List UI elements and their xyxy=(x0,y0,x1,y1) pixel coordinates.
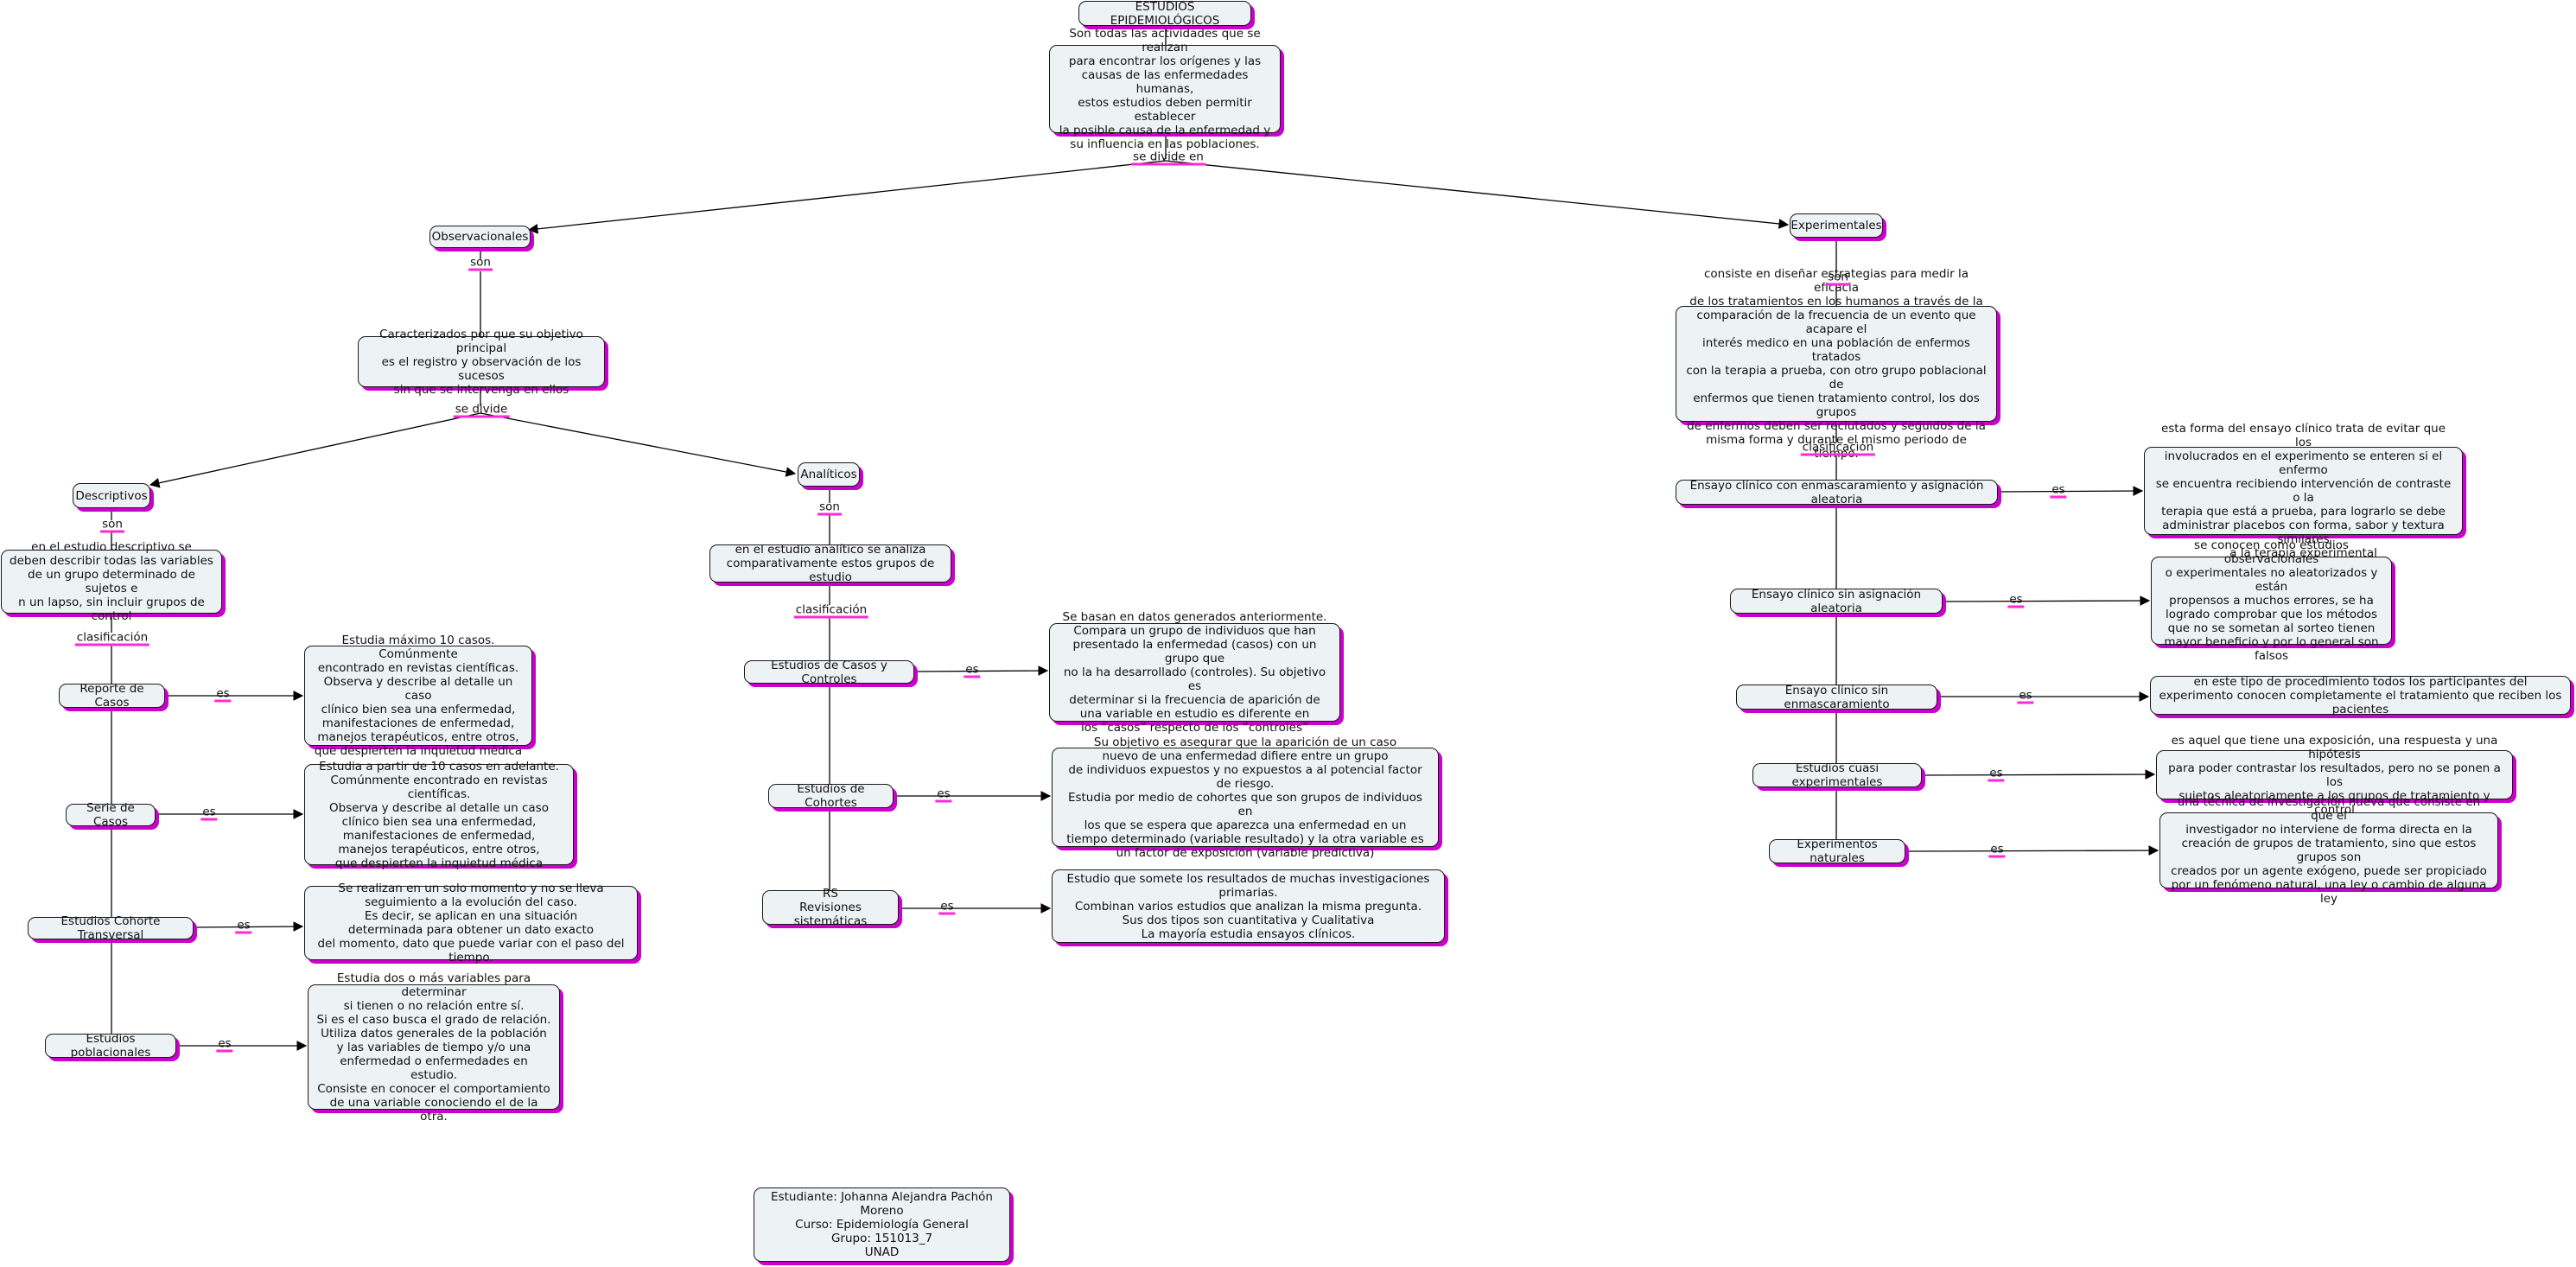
label-es-cuasi: es xyxy=(1988,766,2005,782)
label-son-experimentales: son xyxy=(1826,270,1850,286)
cuasi-experimentales-node: Estudios cuasi experimentales xyxy=(1752,761,1922,789)
reporte-casos-definition-node: Estudia máximo 10 casos. Comúnmente enco… xyxy=(304,634,532,758)
serie-casos-definition-node: Estudia a partir de 10 casos en adelante… xyxy=(304,760,574,870)
analiticos-definition-node: en el estudio analítico se analiza compa… xyxy=(709,543,951,584)
label-clasificacion-descriptivos: clasificación xyxy=(74,630,150,646)
experimentos-naturales-definition-node: una técnica de investigación nueva que c… xyxy=(2159,795,2498,906)
label-es-ensayo-sin-enmascaramiento: es xyxy=(2017,688,2034,704)
serie-casos-node: Serie de Casos xyxy=(66,801,156,829)
label-son-observacionales: son xyxy=(468,255,493,271)
label-es-casos-controles: es xyxy=(964,662,981,678)
ensayo-enmascaramiento-definition-node: esta forma del ensayo clínico trata de e… xyxy=(2144,422,2463,560)
label-es-cohortes: es xyxy=(935,786,952,803)
label-son-descriptivos: son xyxy=(100,517,124,533)
label-clasificacion-analiticos: clasificación xyxy=(793,602,869,619)
ensayo-sin-enmascaramiento-node: Ensayo clínico sin enmascaramiento xyxy=(1736,684,1937,711)
student-info-node: Estudiante: Johanna Alejandra Pachón Mor… xyxy=(754,1187,1010,1262)
observacionales-node: Observacionales xyxy=(429,226,531,248)
label-es-poblacionales: es xyxy=(216,1036,233,1053)
title-node: ESTUDIOS EPIDEMIOLÓGICOS xyxy=(1078,0,1251,28)
experimentos-naturales-node: Experimentos naturales xyxy=(1769,837,1905,865)
label-es-naturales: es xyxy=(1988,842,2006,858)
cohorte-transversal-node: Estudios Cohorte Transversal xyxy=(28,914,194,942)
label-es-rs: es xyxy=(938,899,956,915)
ensayo-sin-asignacion-definition-node: se conocen como estudios observacionales… xyxy=(2151,538,2392,663)
label-es-serie: es xyxy=(200,805,218,821)
poblacionales-definition-node: Estudia dos o más variables para determi… xyxy=(308,971,560,1124)
ensayo-sin-enmascaramiento-definition-node: en este tipo de procedimiento todos los … xyxy=(2150,675,2571,716)
casos-controles-node: Estudios de Casos y Controles xyxy=(744,659,914,686)
reporte-casos-node: Reporte de Casos xyxy=(59,682,165,710)
cuasi-experimentales-definition-node: es aquel que tiene una exposición, una r… xyxy=(2156,734,2513,817)
label-es-ensayo-sin-asignacion: es xyxy=(2007,592,2025,608)
descriptivos-definition-node: en el estudio descriptivo se deben descr… xyxy=(1,540,222,623)
experimentales-node: Experimentales xyxy=(1790,213,1883,238)
analiticos-node: Analíticos xyxy=(798,462,860,487)
ensayo-sin-asignacion-node: Ensayo clínico sin asignación aleatoria xyxy=(1730,588,1943,615)
poblacionales-node: Estudios poblacionales xyxy=(45,1032,176,1060)
ensayo-enmascaramiento-node: Ensayo clínico con enmascaramiento y asi… xyxy=(1676,479,1998,506)
experimentales-definition-node: consiste en diseñar estrategias para med… xyxy=(1676,267,1997,461)
label-se-divide-en: se divide en xyxy=(1131,150,1205,166)
cohortes-definition-node: Su objetivo es asegurar que la aparición… xyxy=(1052,735,1439,860)
label-es-transversal: es xyxy=(235,918,252,934)
label-son-analiticos: son xyxy=(817,500,842,516)
descriptivos-node: Descriptivos xyxy=(73,483,150,508)
cohorte-transversal-definition-node: Se realizan en un solo momento y no se l… xyxy=(304,882,638,965)
revisiones-sistematicas-node: RS Revisiones sistemáticas xyxy=(762,887,899,928)
casos-controles-definition-node: Se basan en datos generados anteriorment… xyxy=(1049,610,1340,735)
label-es-reporte: es xyxy=(214,686,232,703)
label-clasificacion-experimentales: clasificación xyxy=(1800,440,1876,456)
observacionales-definition-node: Caracterizados por que su objetivo princ… xyxy=(358,328,605,397)
label-se-divide: se divide xyxy=(453,402,510,418)
cohortes-node: Estudios de Cohortes xyxy=(768,782,894,810)
definition-node: Son todas las actividades que se realiza… xyxy=(1049,27,1281,151)
revisiones-sistematicas-definition-node: Estudio que somete los resultados de muc… xyxy=(1052,869,1445,943)
label-es-ensayo-enmascaramiento: es xyxy=(2050,482,2067,499)
